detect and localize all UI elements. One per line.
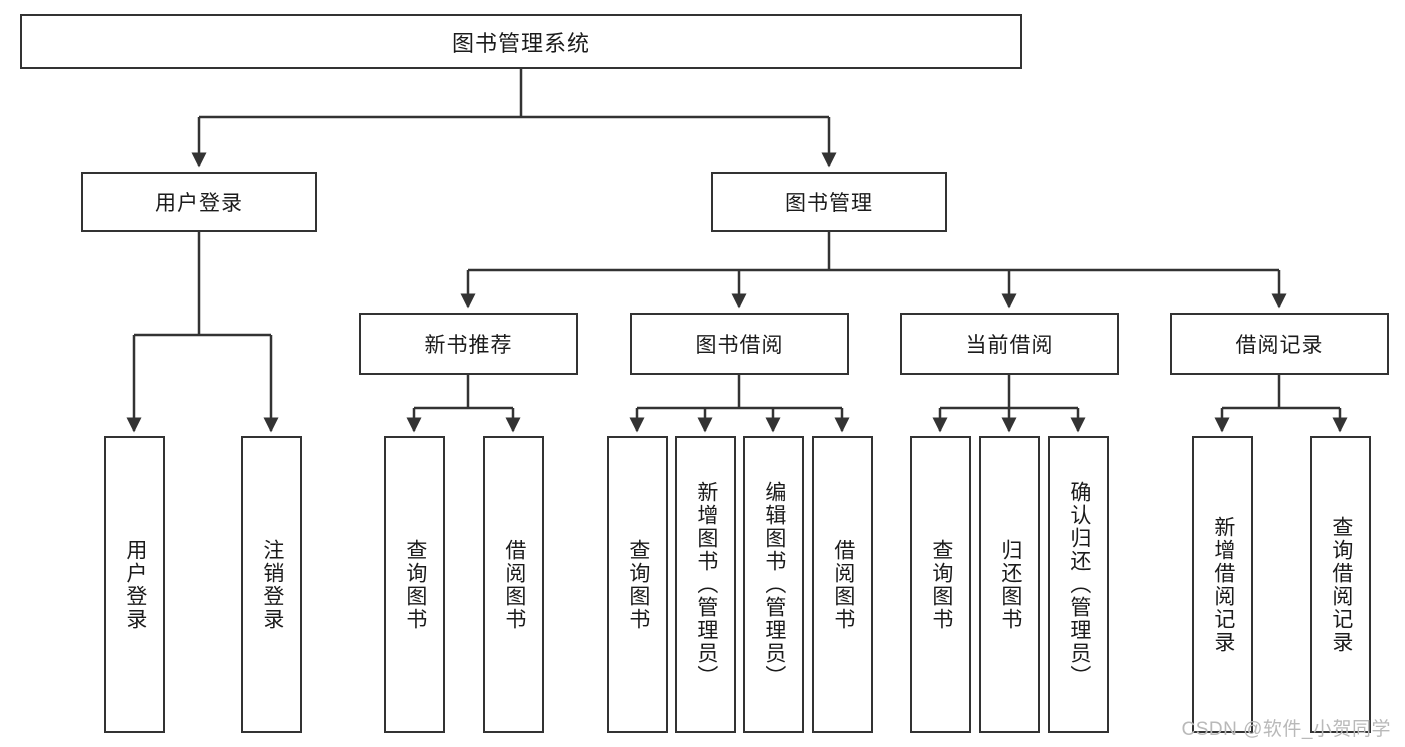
leaf-borrow-record-add[interactable]: 新增借阅记录 [1192,436,1253,733]
node-root-label: 图书管理系统 [451,30,590,56]
node-borrow-record[interactable]: 借阅记录 [1170,313,1389,375]
watermark: CSDN @软件_小贺同学 [1181,719,1391,740]
leaf-borrow-record-query[interactable]: 查询借阅记录 [1310,436,1371,733]
leaf-current-borrow-return[interactable]: 归还图书 [979,436,1040,733]
node-book-borrow[interactable]: 图书借阅 [630,313,849,375]
leaf-new-book-query[interactable]: 查询图书 [384,436,445,733]
leaf-user-login-logout[interactable]: 注销登录 [241,436,302,733]
leaf-user-login-login[interactable]: 用户登录 [104,436,165,733]
leaf-label: 确认归还（管理员） [1067,481,1091,688]
leaf-new-book-borrow[interactable]: 借阅图书 [483,436,544,733]
leaf-current-borrow-query[interactable]: 查询图书 [910,436,971,733]
node-root[interactable]: 图书管理系统 [20,14,1022,69]
leaf-label: 借阅图书 [831,538,855,631]
node-book-borrow-label: 图书借阅 [695,334,784,357]
leaf-label: 注销登录 [260,538,284,631]
leaf-label: 用户登录 [123,538,147,631]
leaf-book-borrow-query[interactable]: 查询图书 [607,436,668,733]
node-book-management-label: 图书管理 [785,192,873,215]
leaf-label: 查询图书 [626,538,650,631]
node-borrow-record-label: 借阅记录 [1235,334,1324,357]
leaf-label: 查询借阅记录 [1329,515,1353,654]
leaf-book-borrow-edit[interactable]: 编辑图书（管理员） [743,436,804,733]
leaf-label: 借阅图书 [502,538,526,631]
leaf-label: 查询图书 [929,538,953,631]
leaf-label: 新增借阅记录 [1211,515,1235,654]
node-user-login-label: 用户登录 [155,192,243,215]
node-user-login[interactable]: 用户登录 [81,172,317,232]
node-new-book-recommend-label: 新书推荐 [424,334,513,357]
node-book-management[interactable]: 图书管理 [711,172,947,232]
leaf-book-borrow-borrow[interactable]: 借阅图书 [812,436,873,733]
leaf-label: 查询图书 [403,538,427,631]
leaf-label: 编辑图书（管理员） [762,481,786,688]
node-current-borrow[interactable]: 当前借阅 [900,313,1119,375]
leaf-label: 新增图书（管理员） [694,481,718,688]
leaf-current-borrow-confirm-return[interactable]: 确认归还（管理员） [1048,436,1109,733]
leaf-book-borrow-add[interactable]: 新增图书（管理员） [675,436,736,733]
leaf-label: 归还图书 [998,538,1022,631]
node-current-borrow-label: 当前借阅 [965,334,1054,357]
node-new-book-recommend[interactable]: 新书推荐 [359,313,578,375]
